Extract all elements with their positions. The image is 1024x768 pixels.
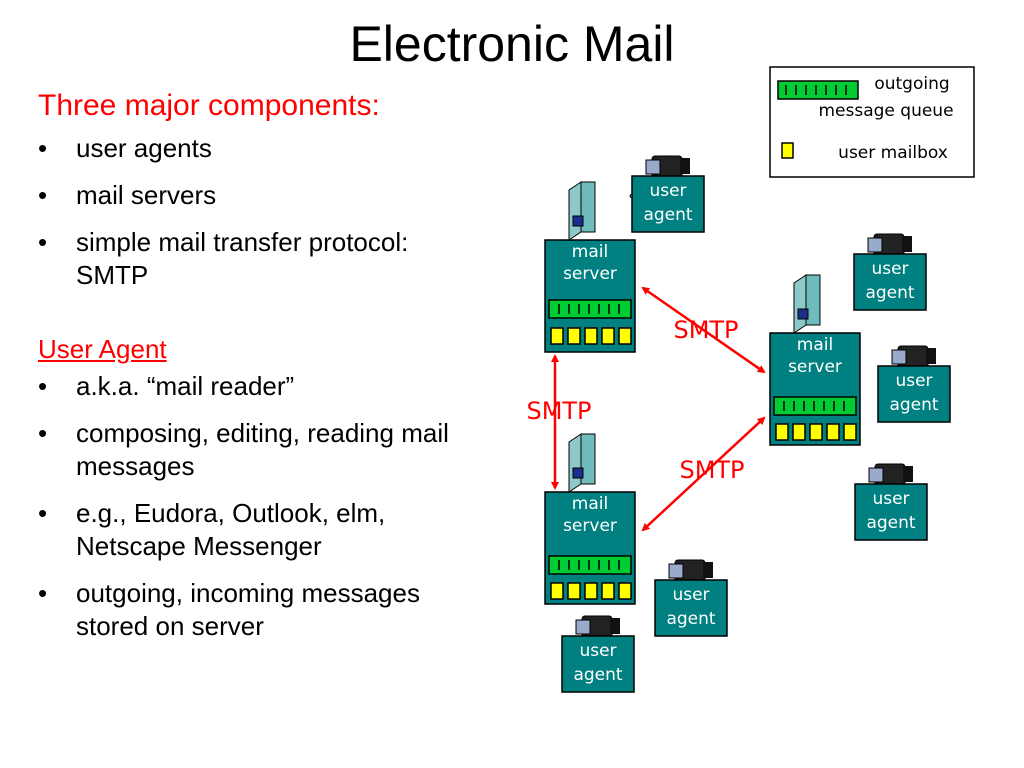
- user-agent-5: user agent: [654, 559, 728, 637]
- user-agent-2: user agent: [853, 233, 927, 311]
- svg-text:server: server: [563, 516, 617, 536]
- svg-text:user: user: [672, 585, 709, 605]
- svg-text:server: server: [563, 264, 617, 284]
- mail-server-right: mail server: [769, 274, 861, 446]
- svg-text:mail: mail: [797, 335, 833, 355]
- legend-queue-label-2: message queue: [818, 101, 953, 121]
- legend-mailbox-icon: [781, 142, 794, 159]
- user-agent-3: user agent: [877, 345, 951, 423]
- svg-text:user: user: [579, 641, 616, 661]
- slide-title: Electronic Mail: [349, 16, 675, 72]
- list-item: •a.k.a. “mail reader”: [38, 371, 295, 401]
- user-agent-4: user agent: [854, 463, 928, 541]
- smtp-label-bottom: SMTP: [679, 456, 744, 484]
- svg-text:user: user: [895, 371, 932, 391]
- svg-text:agent: agent: [666, 609, 715, 629]
- list-item: •outgoing, incoming messages stored on s…: [38, 578, 420, 641]
- legend-queue-icon: [777, 80, 859, 100]
- list-item: •e.g., Eudora, Outlook, elm, Netscape Me…: [38, 498, 386, 561]
- left-text-column: Three major components: •user agents •ma…: [38, 86, 508, 657]
- legend-mailbox-label: user mailbox: [838, 143, 948, 163]
- svg-text:agent: agent: [865, 283, 914, 303]
- arrow-bottom-right: [641, 416, 766, 532]
- svg-text:agent: agent: [866, 513, 915, 533]
- list-item: •user agents: [38, 133, 212, 163]
- arrow-top-right: [641, 286, 766, 374]
- mail-server-top: mail server: [544, 181, 636, 353]
- list-item: •mail servers: [38, 180, 217, 210]
- components-list: •user agents •mail servers •simple mail …: [38, 132, 508, 292]
- smtp-label-left: SMTP: [526, 397, 591, 425]
- components-heading: Three major components:: [38, 89, 380, 122]
- svg-text:agent: agent: [573, 665, 622, 685]
- user-agent-6: user agent: [561, 615, 635, 693]
- list-item: •composing, editing, reading mail messag…: [38, 418, 449, 481]
- smtp-arrows: [551, 286, 766, 532]
- mail-server-bottom: mail server: [544, 433, 636, 605]
- list-item: •simple mail transfer protocol: SMTP: [38, 227, 409, 290]
- svg-text:mail: mail: [572, 494, 608, 514]
- smtp-label-top: SMTP: [673, 316, 738, 344]
- svg-text:agent: agent: [643, 205, 692, 225]
- svg-text:mail: mail: [572, 242, 608, 262]
- svg-text:user: user: [649, 181, 686, 201]
- svg-text:user: user: [871, 259, 908, 279]
- user-agent-subheading: User Agent: [38, 334, 167, 364]
- legend-queue-label-1: outgoing: [874, 74, 949, 94]
- svg-text:server: server: [788, 357, 842, 377]
- user-agent-1: user agent: [629, 155, 705, 233]
- svg-text:agent: agent: [889, 395, 938, 415]
- svg-text:user: user: [872, 489, 909, 509]
- legend: outgoing message queue user mailbox: [769, 66, 975, 178]
- user-agent-list: •a.k.a. “mail reader” •composing, editin…: [38, 370, 508, 643]
